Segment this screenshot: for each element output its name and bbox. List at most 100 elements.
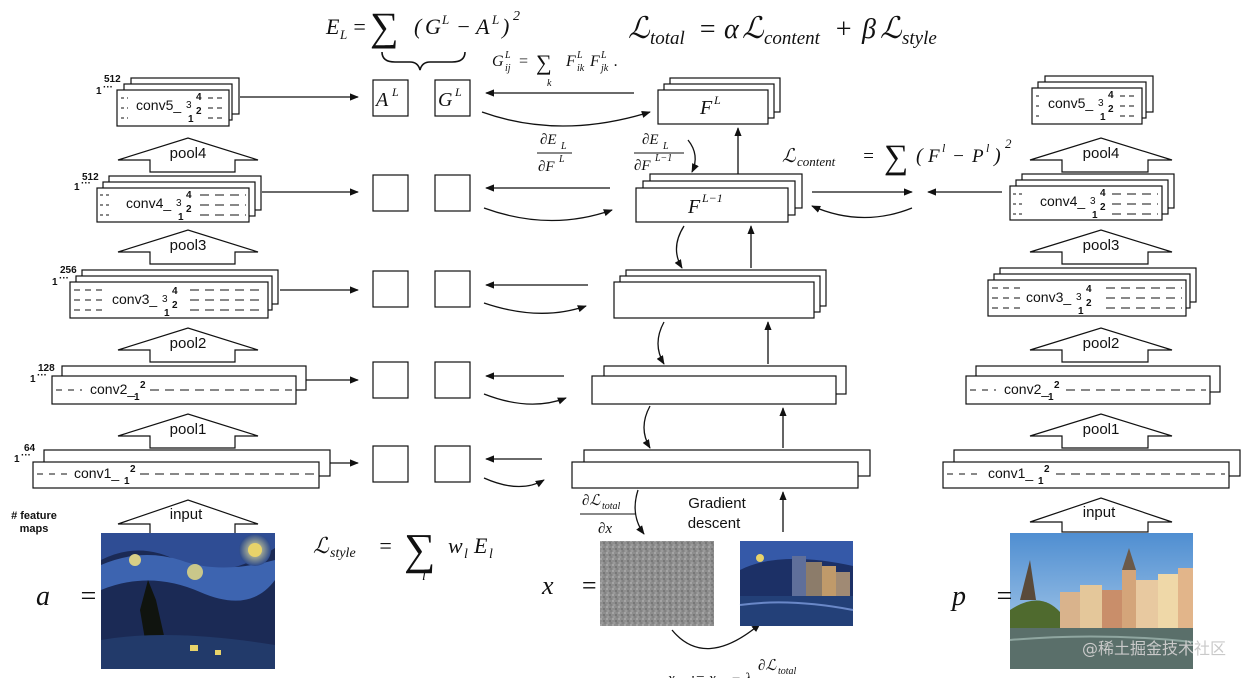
svg-text:2: 2 — [1005, 136, 1012, 151]
svg-text:2: 2 — [186, 204, 192, 215]
svg-text:1: 1 — [1038, 476, 1044, 487]
svg-text:(: ( — [916, 145, 924, 167]
total-loss-equation: ℒ total = α ℒ content + β ℒ style — [628, 12, 937, 49]
a-matrix-2 — [372, 361, 409, 399]
gram-matrix-equation: G L ij = ∑ k F L ik F L jk . — [492, 50, 618, 89]
svg-text:∂x⃗: ∂x⃗ — [598, 521, 624, 537]
grad-el-label: ∂E L ∂F L — [537, 132, 572, 175]
style-conv5-label: conv5_ — [136, 97, 181, 113]
svg-text:2: 2 — [513, 9, 520, 24]
svg-text:2: 2 — [1044, 464, 1050, 475]
svg-text:L: L — [713, 93, 721, 107]
style-conv2-label: conv2_ — [90, 381, 135, 397]
style-conv2-block: conv2_ 2 1 128 1 ··· — [30, 363, 307, 405]
svg-text:···: ··· — [59, 273, 69, 284]
svg-text:pool4: pool4 — [170, 145, 207, 162]
svg-text:L: L — [339, 27, 347, 42]
a-matrix-5 — [372, 79, 409, 117]
content-conv3-block: conv3_ 3 4 2 1 — [987, 267, 1197, 317]
style-layer-loss-equation: E L = ∑ ( G L − A L ) 2 — [325, 4, 520, 71]
svg-text:L: L — [600, 50, 607, 61]
style-conv4-label: conv4_ — [126, 195, 171, 211]
svg-text:L: L — [454, 85, 462, 99]
a-matrix-4 — [372, 174, 409, 212]
fl-prev-block — [635, 187, 789, 223]
svg-text:.: . — [614, 53, 618, 70]
svg-text:E: E — [473, 533, 488, 558]
svg-text:1: 1 — [1048, 392, 1054, 403]
svg-text:···: ··· — [37, 370, 47, 381]
svg-text:4: 4 — [186, 190, 192, 201]
svg-text:=: = — [378, 533, 393, 558]
svg-text:l: l — [986, 141, 990, 155]
svg-text:F: F — [927, 146, 940, 167]
svg-text:=: = — [698, 14, 717, 45]
content-loss-equation: ℒ content = ∑ ( F l − P l ) 2 — [782, 136, 1012, 176]
g-matrix-4 — [434, 174, 471, 212]
gram-arrows — [481, 89, 651, 488]
svg-text:ℒ: ℒ — [782, 146, 797, 167]
a-matrix-1 — [372, 445, 409, 483]
svg-text:content: content — [764, 28, 821, 49]
svg-text:total: total — [650, 28, 685, 49]
g-matrix-label: G — [438, 89, 453, 111]
svg-text:4: 4 — [1086, 284, 1092, 295]
style-image-starry-night — [101, 533, 275, 669]
style-input: input — [117, 499, 259, 535]
svg-text:3: 3 — [1098, 98, 1104, 109]
svg-text:pool4: pool4 — [1083, 145, 1120, 162]
generated-image-symbol: x⃗ = — [541, 571, 598, 600]
style-conv1-count: 64 — [24, 443, 36, 454]
svg-text:L: L — [662, 141, 669, 152]
content-conv2-block: conv2_ 2 1 — [965, 365, 1221, 405]
g-matrix-1 — [434, 445, 471, 483]
content-conv1-block: conv1_ 2 1 — [942, 449, 1241, 489]
fl-block — [657, 89, 769, 125]
svg-text:2: 2 — [1108, 104, 1114, 115]
svg-text:E: E — [325, 14, 340, 39]
svg-text:2: 2 — [1100, 202, 1106, 213]
svg-text:pool2: pool2 — [1083, 335, 1120, 352]
svg-text:L: L — [504, 50, 511, 61]
style-conv4-block: conv4_ 3 4 2 1 512 1 ··· — [74, 172, 262, 223]
svg-text:l: l — [942, 141, 946, 155]
svg-text:x⃗ := x⃗ − λ: x⃗ := x⃗ − λ — [667, 671, 752, 678]
content-network: conv5_ 3 4 2 1 pool4 conv4_ 3 4 2 1 — [942, 75, 1241, 533]
svg-text:G: G — [425, 14, 441, 39]
svg-text:∑: ∑ — [884, 139, 908, 176]
svg-text:∑: ∑ — [536, 50, 552, 75]
svg-text:+: + — [834, 14, 853, 45]
svg-text:(: ( — [414, 14, 423, 39]
svg-text:β: β — [861, 14, 876, 45]
svg-text:pool1: pool1 — [170, 421, 207, 438]
content-arrows — [811, 188, 1002, 219]
content-pool3: pool3 — [1029, 229, 1173, 265]
style-conv3-label: conv3_ — [112, 291, 157, 307]
style-conv2-count: 128 — [38, 363, 55, 374]
svg-text:2: 2 — [130, 464, 136, 475]
svg-text:2: 2 — [1054, 380, 1060, 391]
svg-text:): ) — [993, 145, 1001, 167]
svg-text:total: total — [778, 666, 797, 677]
svg-text:total: total — [602, 501, 621, 512]
a-matrix-label: A — [374, 89, 389, 111]
svg-text:−: − — [952, 146, 965, 167]
svg-text:∂E: ∂E — [642, 132, 659, 148]
svg-text:1: 1 — [188, 114, 194, 125]
svg-text:ℒ: ℒ — [742, 12, 765, 45]
style-loss-equation: ℒ style = ∑ l w l E l — [313, 525, 493, 584]
g-matrix-5 — [434, 79, 471, 117]
grad-total-label: ∂ℒ total ∂x⃗ — [580, 493, 636, 537]
svg-text:input: input — [170, 506, 203, 523]
svg-text:2: 2 — [140, 380, 146, 391]
svg-text:2: 2 — [172, 300, 178, 311]
svg-text:L: L — [576, 50, 583, 61]
svg-text:···: ··· — [103, 82, 113, 93]
content-conv4-block: conv4_ 3 4 2 1 — [1009, 173, 1175, 221]
style-network: conv5_ 3 4 2 1 512 1 ··· pool4 conv4_ — [11, 74, 331, 535]
svg-text:input: input — [1083, 504, 1116, 521]
style-pool4: pool4 — [117, 137, 259, 173]
a-matrix-3 — [372, 270, 409, 308]
svg-text:pool2: pool2 — [170, 335, 207, 352]
watermark: @稀土掘金技术社区 — [1082, 639, 1226, 658]
